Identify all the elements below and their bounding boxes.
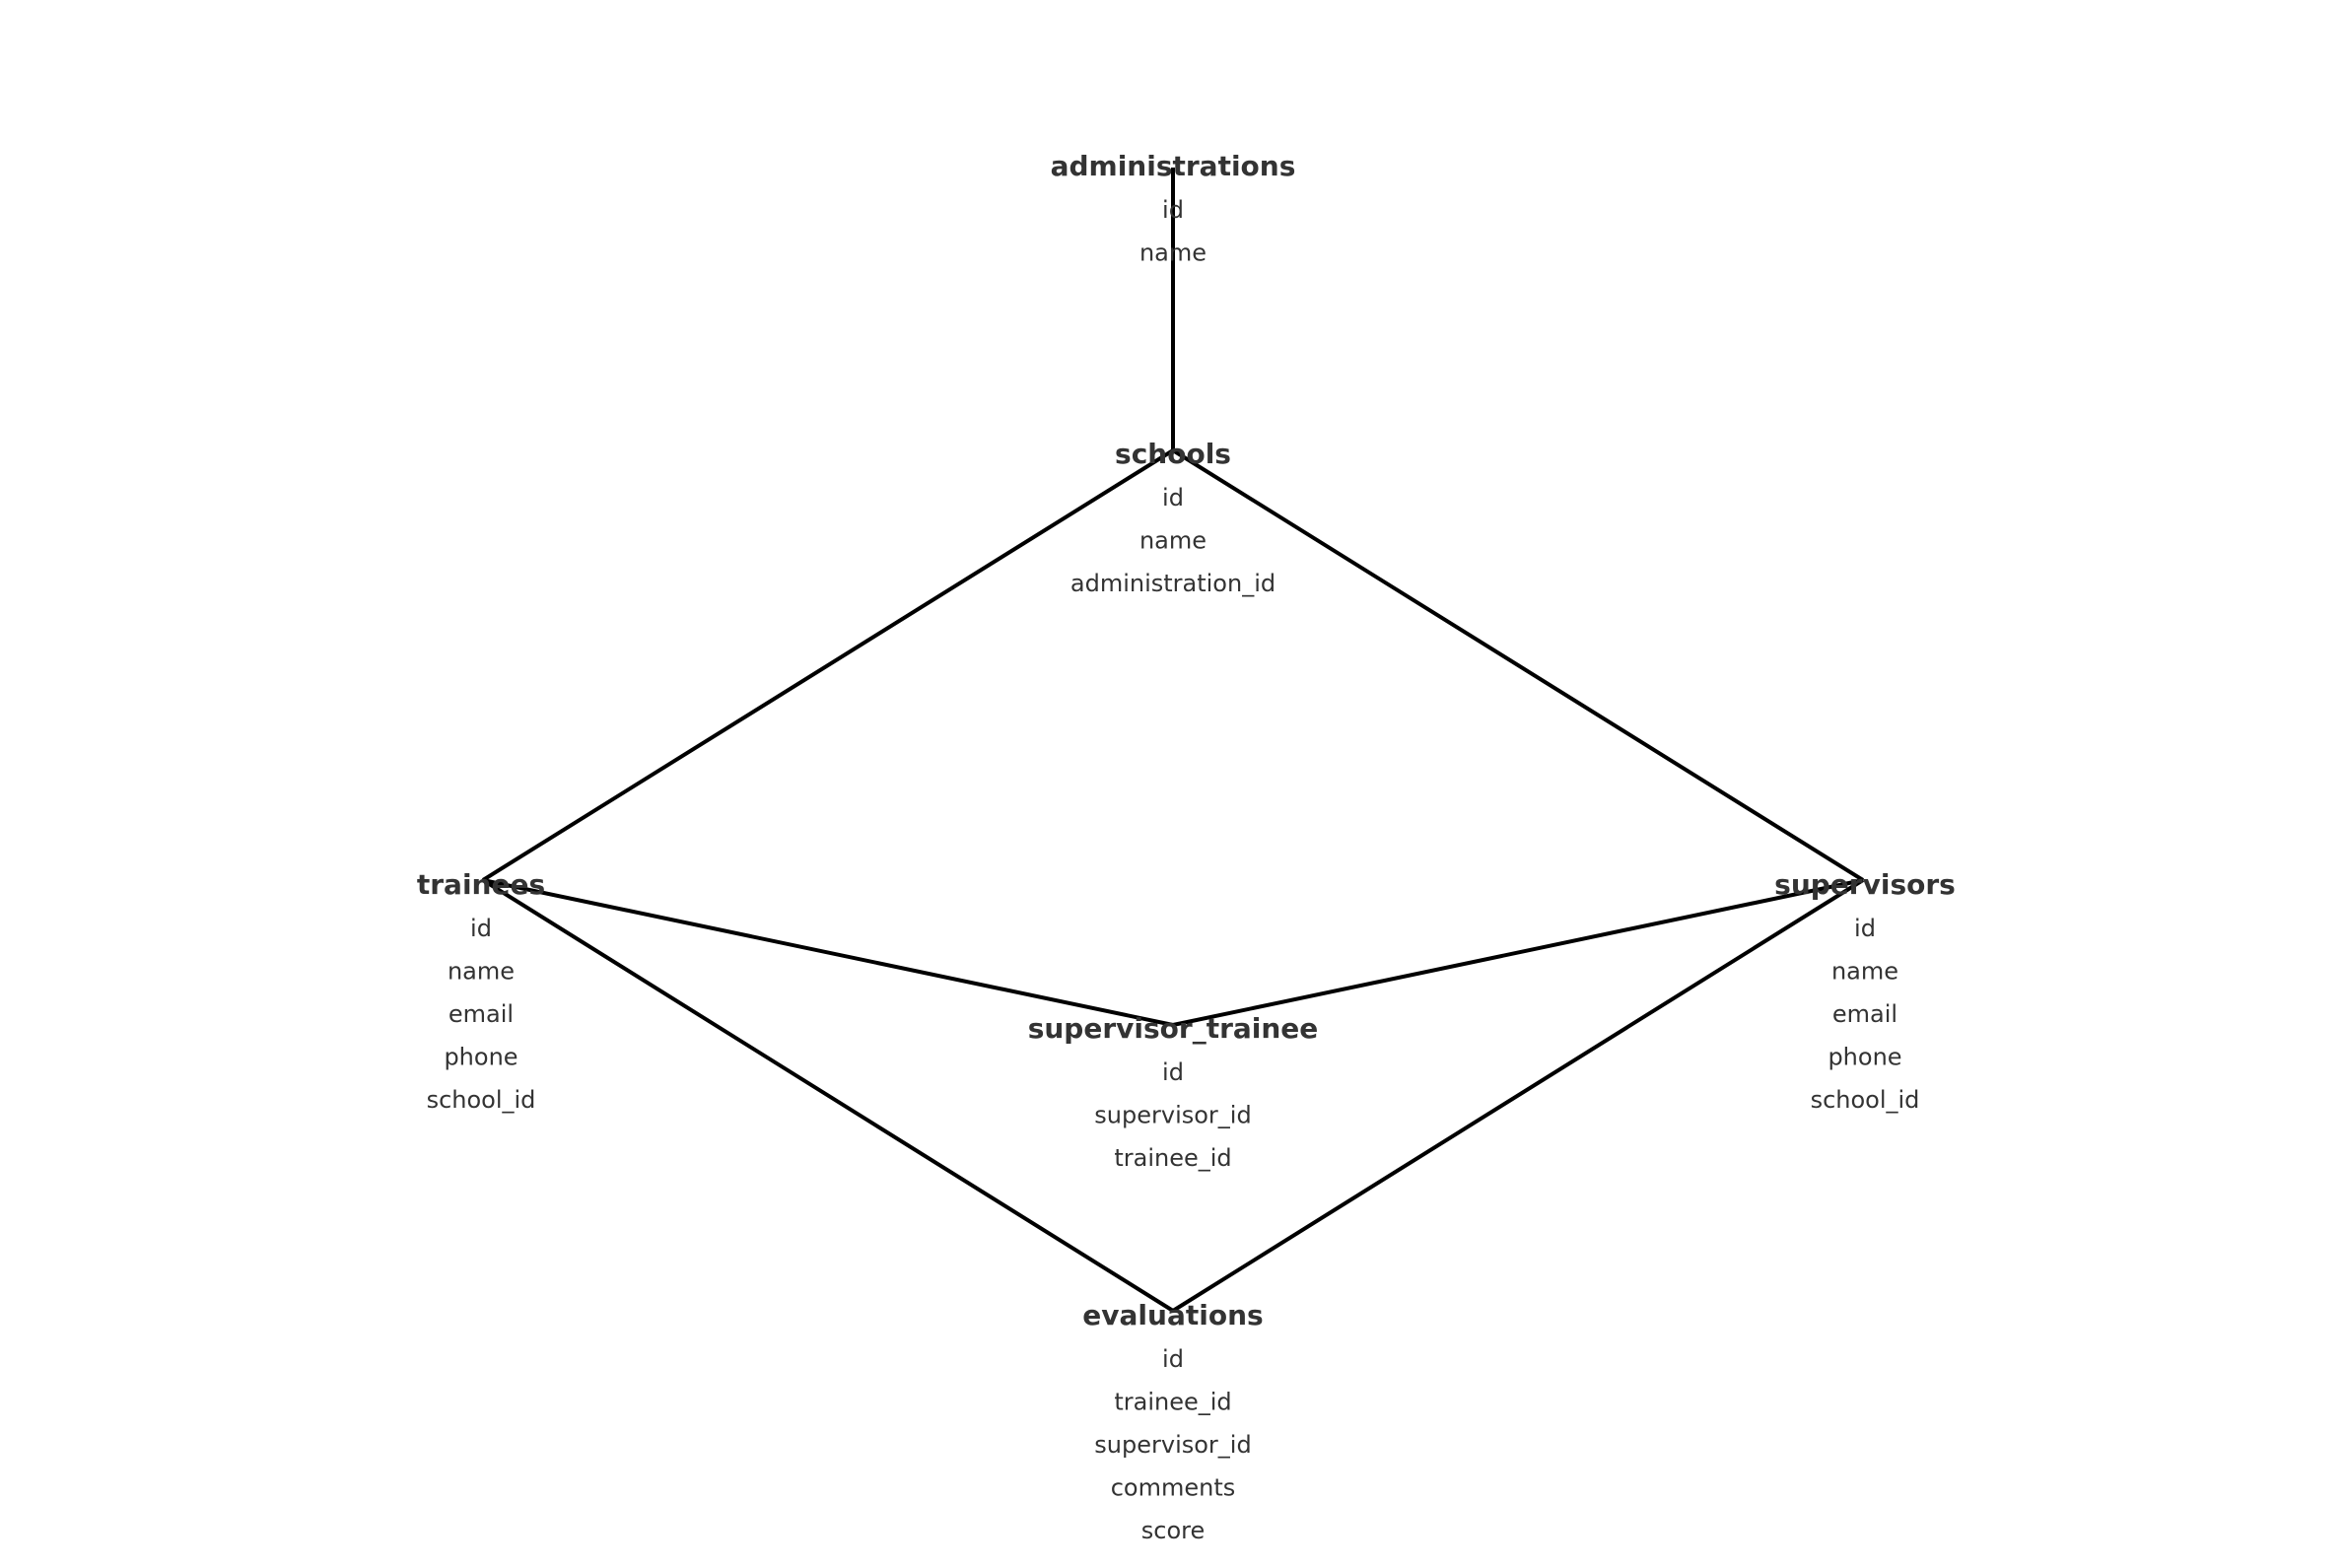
entity-title: administrations xyxy=(1051,150,1296,182)
entity-administrations[interactable]: administrations id name xyxy=(1051,150,1296,267)
entity-field: trainee_id xyxy=(1114,1389,1231,1416)
entity-field: name xyxy=(1831,958,1898,986)
entity-field: id xyxy=(470,915,492,942)
entity-field: name xyxy=(1139,239,1207,267)
entity-field: name xyxy=(448,958,515,986)
entity-field: administration_id xyxy=(1070,570,1276,597)
entity-title: supervisor_trainee xyxy=(1028,1012,1319,1045)
entity-title: schools xyxy=(1115,438,1231,470)
entity-field: id xyxy=(1162,196,1184,224)
relationship-line-schools-supervisors xyxy=(1171,448,1865,882)
entity-field: supervisor_id xyxy=(1094,1102,1251,1129)
entity-field: id xyxy=(1854,915,1876,942)
entity-field: school_id xyxy=(427,1086,536,1114)
entity-field: phone xyxy=(1828,1044,1901,1071)
entity-field: trainee_id xyxy=(1114,1144,1231,1172)
entity-supervisors[interactable]: supervisors id name email phone school_id xyxy=(1774,868,1956,1114)
entity-field: email xyxy=(448,1000,514,1028)
entity-field: score xyxy=(1141,1517,1206,1544)
entity-field: supervisor_id xyxy=(1094,1431,1251,1459)
relationship-line-supervisors-evaluations xyxy=(1171,878,1865,1313)
relationship-line-schools-trainees xyxy=(481,448,1175,882)
entity-schools[interactable]: schools id name administration_id xyxy=(1070,438,1276,597)
relationship-line-trainees-supervisor_trainee xyxy=(482,878,1174,1027)
relationship-line-supervisors-supervisor_trainee xyxy=(1172,878,1864,1027)
entity-field: phone xyxy=(444,1044,517,1071)
entity-nodes: administrationsidnameschoolsidnameadmini… xyxy=(417,150,1956,1544)
entity-field: id xyxy=(1162,1345,1184,1373)
entity-title: evaluations xyxy=(1082,1299,1263,1331)
entity-title: supervisors xyxy=(1774,868,1956,901)
entity-field: comments xyxy=(1111,1474,1236,1502)
relationship-line-trainees-evaluations xyxy=(481,878,1175,1313)
entity-field: name xyxy=(1139,527,1207,555)
entity-field: school_id xyxy=(1811,1086,1920,1114)
relationship-lines xyxy=(481,168,1865,1313)
entity-field: id xyxy=(1162,484,1184,511)
entity-field: id xyxy=(1162,1058,1184,1086)
entity-evaluations[interactable]: evaluations id trainee_id supervisor_idcomm… xyxy=(1082,1299,1263,1544)
entity-field: email xyxy=(1832,1000,1897,1028)
entity-trainees[interactable]: trainees id name email phone school_id xyxy=(417,868,545,1114)
entity-title: trainees xyxy=(417,868,545,901)
